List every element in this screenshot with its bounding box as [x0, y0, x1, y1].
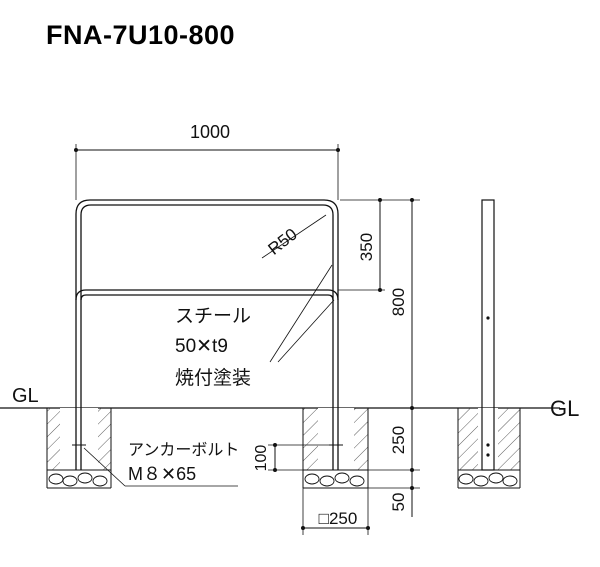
anchor-line-1: アンカーボルト	[128, 441, 239, 459]
steel-frame	[72, 199, 343, 470]
right-foundation	[302, 408, 369, 489]
height-dimension: 800	[389, 198, 414, 410]
anchor-bolt-callout: アンカーボルト M８✕65	[83, 441, 239, 487]
width-value: 1000	[190, 122, 230, 142]
footing-value: □250	[319, 509, 358, 528]
upper-dimension: 350	[338, 198, 420, 292]
material-line-2: 50✕t9	[175, 336, 228, 357]
material-callout: スチール 50✕t9 焼付塗装	[175, 264, 335, 389]
anchor-depth-dimension: 100	[253, 443, 340, 472]
embed-dimension: 250	[368, 408, 420, 489]
base-value: 50	[389, 493, 408, 512]
gl-left-label: GL	[12, 385, 39, 407]
width-dimension: 1000	[74, 122, 340, 200]
side-view	[457, 199, 521, 489]
embed-value: 250	[389, 426, 408, 454]
material-line-3: 焼付塗装	[175, 366, 251, 389]
left-foundation	[46, 408, 112, 489]
material-line-1: スチール	[175, 306, 251, 327]
product-title: FNA-7U10-800	[46, 20, 236, 50]
anchor-line-2: M８✕65	[128, 464, 196, 484]
radius-callout: R50	[261, 214, 327, 259]
base-dimension: 50	[389, 470, 414, 517]
height-value: 800	[389, 288, 408, 316]
footing-dimension: □250	[301, 488, 370, 535]
radius-value: R50	[264, 225, 300, 259]
upper-value: 350	[357, 233, 376, 261]
anchor-depth-value: 100	[253, 445, 270, 472]
gl-right-label: GL	[550, 396, 579, 421]
